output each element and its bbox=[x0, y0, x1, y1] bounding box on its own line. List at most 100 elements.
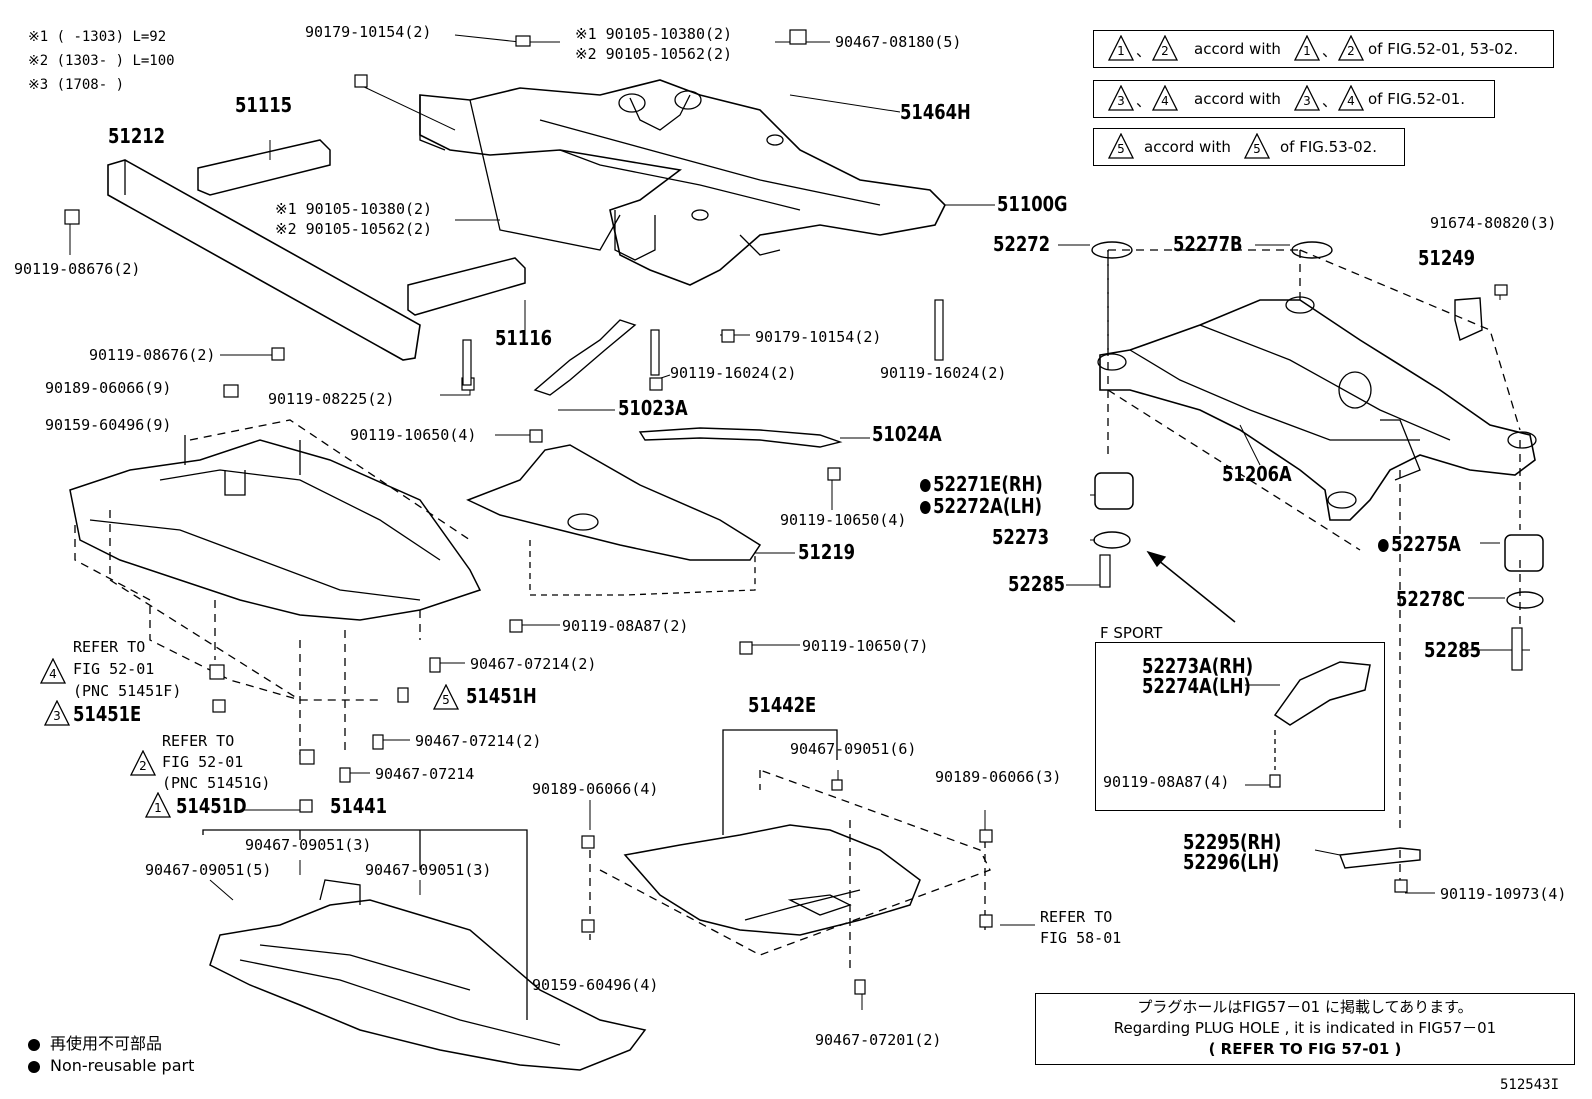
refer-pnc-text: (PNC 51451G) bbox=[162, 774, 271, 792]
figure-id: 512543I bbox=[1500, 1077, 1560, 1093]
part-label: 51451D bbox=[176, 794, 247, 818]
rear-subframe-drawing bbox=[1097, 296, 1537, 521]
triangle-ref-icon: 3 bbox=[1293, 84, 1321, 111]
part-label-nonreusable: 52271E(RH) bbox=[920, 474, 1043, 494]
note-line-3: ※3 (1708- ) bbox=[28, 77, 125, 93]
part-label: 52285 bbox=[1008, 572, 1066, 596]
part-label: 51100G bbox=[997, 192, 1068, 216]
accord-box-2: 3 、 4 accord with 3 、 4 of FIG.52-01. bbox=[1093, 80, 1495, 118]
triangle-ref-icon: 3 bbox=[43, 699, 71, 726]
accord-text: accord with bbox=[1144, 138, 1231, 156]
undercover-51442e-drawing bbox=[623, 824, 921, 936]
part-label: 52273 bbox=[992, 525, 1050, 549]
fastener-label: 90119-08A87(4) bbox=[1103, 773, 1230, 791]
projection-lines-left bbox=[74, 419, 471, 755]
part-label: 52295(RH) bbox=[1183, 830, 1282, 854]
fastener-label: 90119-08676(2) bbox=[89, 346, 216, 364]
fastener-label: 90467-07214(2) bbox=[415, 732, 542, 750]
legend-jp: 再使用不可部品 bbox=[28, 1030, 162, 1054]
brace-51024a-drawing bbox=[638, 427, 843, 448]
part-label: 51212 bbox=[108, 124, 166, 148]
fastener-label: 90119-08225(2) bbox=[268, 390, 395, 408]
bracket-52295-drawing bbox=[1339, 847, 1421, 869]
fastener-label: 90159-60496(9) bbox=[45, 416, 172, 434]
plug-hole-note: プラグホールはFIG57－01 に掲載してあります。 Regarding PLU… bbox=[1035, 993, 1575, 1065]
part-label: 51451E bbox=[73, 702, 142, 726]
fastener-label: 90159-60496(4) bbox=[532, 976, 659, 994]
refer-fig-text: FIG 52-01 bbox=[73, 660, 155, 678]
fastener-label: 90119-10650(7) bbox=[802, 637, 929, 655]
part-label: 52278C bbox=[1396, 587, 1466, 611]
refer-pnc-text: (PNC 51451F) bbox=[73, 682, 182, 700]
triangle-ref-icon: 1 bbox=[1107, 34, 1135, 61]
part-label: 51116 bbox=[495, 326, 553, 350]
triangle-ref-icon: 1 bbox=[144, 791, 172, 818]
nonreusable-dot-icon bbox=[28, 1038, 40, 1051]
fastener-label: 90119-10650(4) bbox=[350, 426, 477, 444]
part-label: 51024A bbox=[872, 422, 942, 446]
projection-lines-right bbox=[1107, 249, 1521, 880]
part-label: 51442E bbox=[748, 693, 817, 717]
refer-fig-text: FIG 52-01 bbox=[162, 753, 244, 771]
fastener-label: 90189-06066(9) bbox=[45, 379, 172, 397]
refer-to-text: REFER TO bbox=[1040, 908, 1113, 926]
fasteners bbox=[64, 29, 1523, 995]
accord-box-1: 1 、 2 accord with 1 、 2 of FIG.52-01, 53… bbox=[1093, 30, 1554, 68]
part-label: 52285 bbox=[1424, 638, 1482, 662]
fastener-label: 90467-09051(5) bbox=[145, 861, 272, 879]
nonreusable-dot-icon bbox=[28, 1060, 40, 1073]
part-label: 52273A(RH) bbox=[1142, 654, 1254, 678]
part-label: 51219 bbox=[798, 540, 856, 564]
fastener-label: ※2 90105-10562(2) bbox=[575, 45, 733, 63]
accord-text: accord with bbox=[1194, 40, 1281, 58]
plug-hole-note-ref: ( REFER TO FIG 57-01 ) bbox=[1208, 1040, 1402, 1058]
fastener-label: 90179-10154(2) bbox=[305, 23, 432, 41]
refer-to-text: REFER TO bbox=[73, 638, 146, 656]
bar-51212-drawing bbox=[107, 159, 421, 361]
bracket-51115-drawing bbox=[197, 139, 331, 196]
triangle-ref-icon: 2 bbox=[1337, 34, 1365, 61]
fastener-label: 90467-09051(3) bbox=[245, 836, 372, 854]
brace-51023a-drawing bbox=[533, 319, 637, 396]
triangle-ref-icon: 4 bbox=[39, 657, 67, 684]
triangle-ref-icon: 4 bbox=[1337, 84, 1365, 111]
part-label-nonreusable: 52272A(LH) bbox=[920, 496, 1042, 516]
plug-hole-note-en: Regarding PLUG HOLE , it is indicated in… bbox=[1113, 1019, 1497, 1037]
plug-hole-note-jp: プラグホールはFIG57－01 に掲載してあります。 bbox=[1137, 998, 1473, 1016]
part-label: 51206A bbox=[1222, 462, 1292, 486]
part-label-nonreusable: 52275A bbox=[1378, 534, 1461, 554]
projection-lines-bottom bbox=[589, 769, 991, 970]
accord-text: accord with bbox=[1194, 90, 1281, 108]
triangle-ref-icon: 2 bbox=[129, 749, 157, 776]
fastener-label: 90189-06066(3) bbox=[935, 768, 1062, 786]
note-line-2: ※2 (1303- ) L=100 bbox=[28, 53, 175, 69]
refer-fig-text: FIG 58-01 bbox=[1040, 929, 1122, 947]
fastener-label: 91674-80820(3) bbox=[1430, 214, 1557, 232]
fsport-title: F SPORT bbox=[1100, 624, 1163, 642]
fastener-label: 90179-10154(2) bbox=[755, 328, 882, 346]
plate-51219-drawing bbox=[466, 444, 762, 561]
accord-ref-text: of FIG.52-01. bbox=[1368, 90, 1466, 108]
fastener-label: 90119-08A87(2) bbox=[562, 617, 689, 635]
fastener-label: 90467-09051(6) bbox=[790, 740, 917, 758]
fastener-label: ※1 90105-10380(2) bbox=[575, 25, 733, 43]
part-label: 51023A bbox=[618, 396, 688, 420]
fastener-label: ※2 90105-10562(2) bbox=[275, 220, 433, 238]
part-label: 51441 bbox=[330, 794, 388, 818]
undercover-51441-drawing bbox=[209, 879, 647, 1071]
accord-box-3: 5 accord with 5 of FIG.53-02. bbox=[1093, 128, 1405, 166]
legend-en: Non-reusable part bbox=[28, 1056, 194, 1075]
triangle-ref-icon: 5 bbox=[1107, 132, 1135, 159]
triangle-ref-icon: 5 bbox=[1243, 132, 1271, 159]
triangle-ref-icon: 2 bbox=[1151, 34, 1179, 61]
fsport-box bbox=[1095, 642, 1385, 811]
part-label: 52296(LH) bbox=[1183, 850, 1280, 874]
part-label: 51249 bbox=[1418, 246, 1476, 270]
fastener-label: ※1 90105-10380(2) bbox=[275, 200, 433, 218]
part-label: 51464H bbox=[900, 100, 971, 124]
fastener-label: 90467-07214 bbox=[375, 765, 475, 783]
note-line-1: ※1 ( -1303) L=92 bbox=[28, 29, 167, 45]
bracket-51249-drawing bbox=[1454, 297, 1483, 341]
